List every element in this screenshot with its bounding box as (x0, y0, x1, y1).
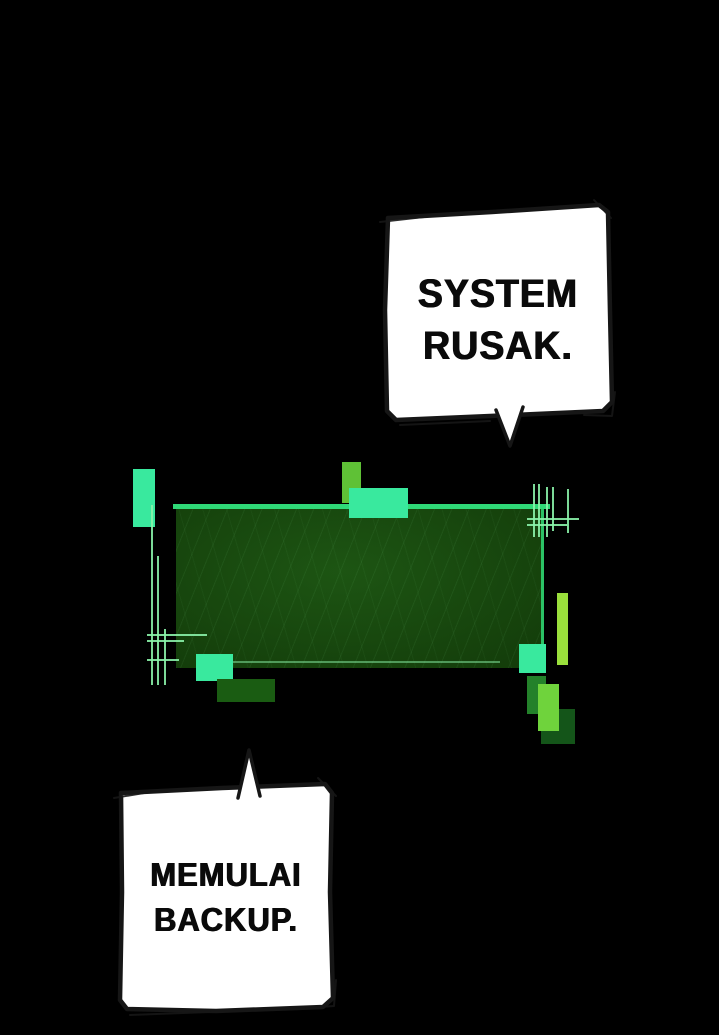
glitch-rect-right-spring (519, 644, 546, 673)
glitch-bar-top-bright (349, 488, 408, 518)
speech-line: MEMULAI (150, 856, 302, 893)
speech-line: BACKUP. (154, 901, 298, 938)
glitch-hairline (546, 487, 548, 537)
glitch-rect-bottom-dark (217, 679, 275, 702)
glitch-hairline (527, 518, 579, 520)
glitch-hairline (527, 524, 567, 526)
glitch-rect-bottom-spring (196, 654, 233, 681)
glitch-hairline (533, 484, 535, 537)
glitch-hairline (552, 487, 554, 531)
speech-text-backup: MEMULAI BACKUP. (134, 852, 318, 942)
speech-bubble-border (113, 748, 337, 1016)
speech-line: SYSTEM (417, 272, 579, 316)
glitch-hairline (567, 489, 569, 533)
glitch-hairline (147, 659, 179, 661)
bubble-border-path (117, 781, 336, 1014)
glitch-hairline (538, 484, 540, 537)
glitch-panel-body (176, 507, 544, 668)
glitch-hairline (157, 556, 159, 685)
glitch-panel-bottom-line (212, 661, 500, 663)
speech-bubble-backup (110, 740, 342, 1022)
speech-text-system: SYSTEM RUSAK. (395, 268, 602, 372)
glitch-hairline (164, 629, 166, 685)
speech-line: RUSAK. (423, 324, 573, 368)
glitch-hairline (151, 505, 153, 685)
glitch-bar-right-yellow (557, 593, 568, 665)
bubble-border-path (382, 202, 615, 423)
bubble-tail (236, 748, 262, 800)
speech-bubble-border (379, 199, 616, 448)
glitch-panel-right-edge (541, 507, 544, 669)
speech-bubble-system (370, 196, 626, 458)
glitch-rect-right-yellow (538, 684, 559, 731)
glitch-bar-left (133, 469, 155, 527)
glitch-hairline (147, 634, 207, 636)
bubble-tail (494, 405, 525, 448)
